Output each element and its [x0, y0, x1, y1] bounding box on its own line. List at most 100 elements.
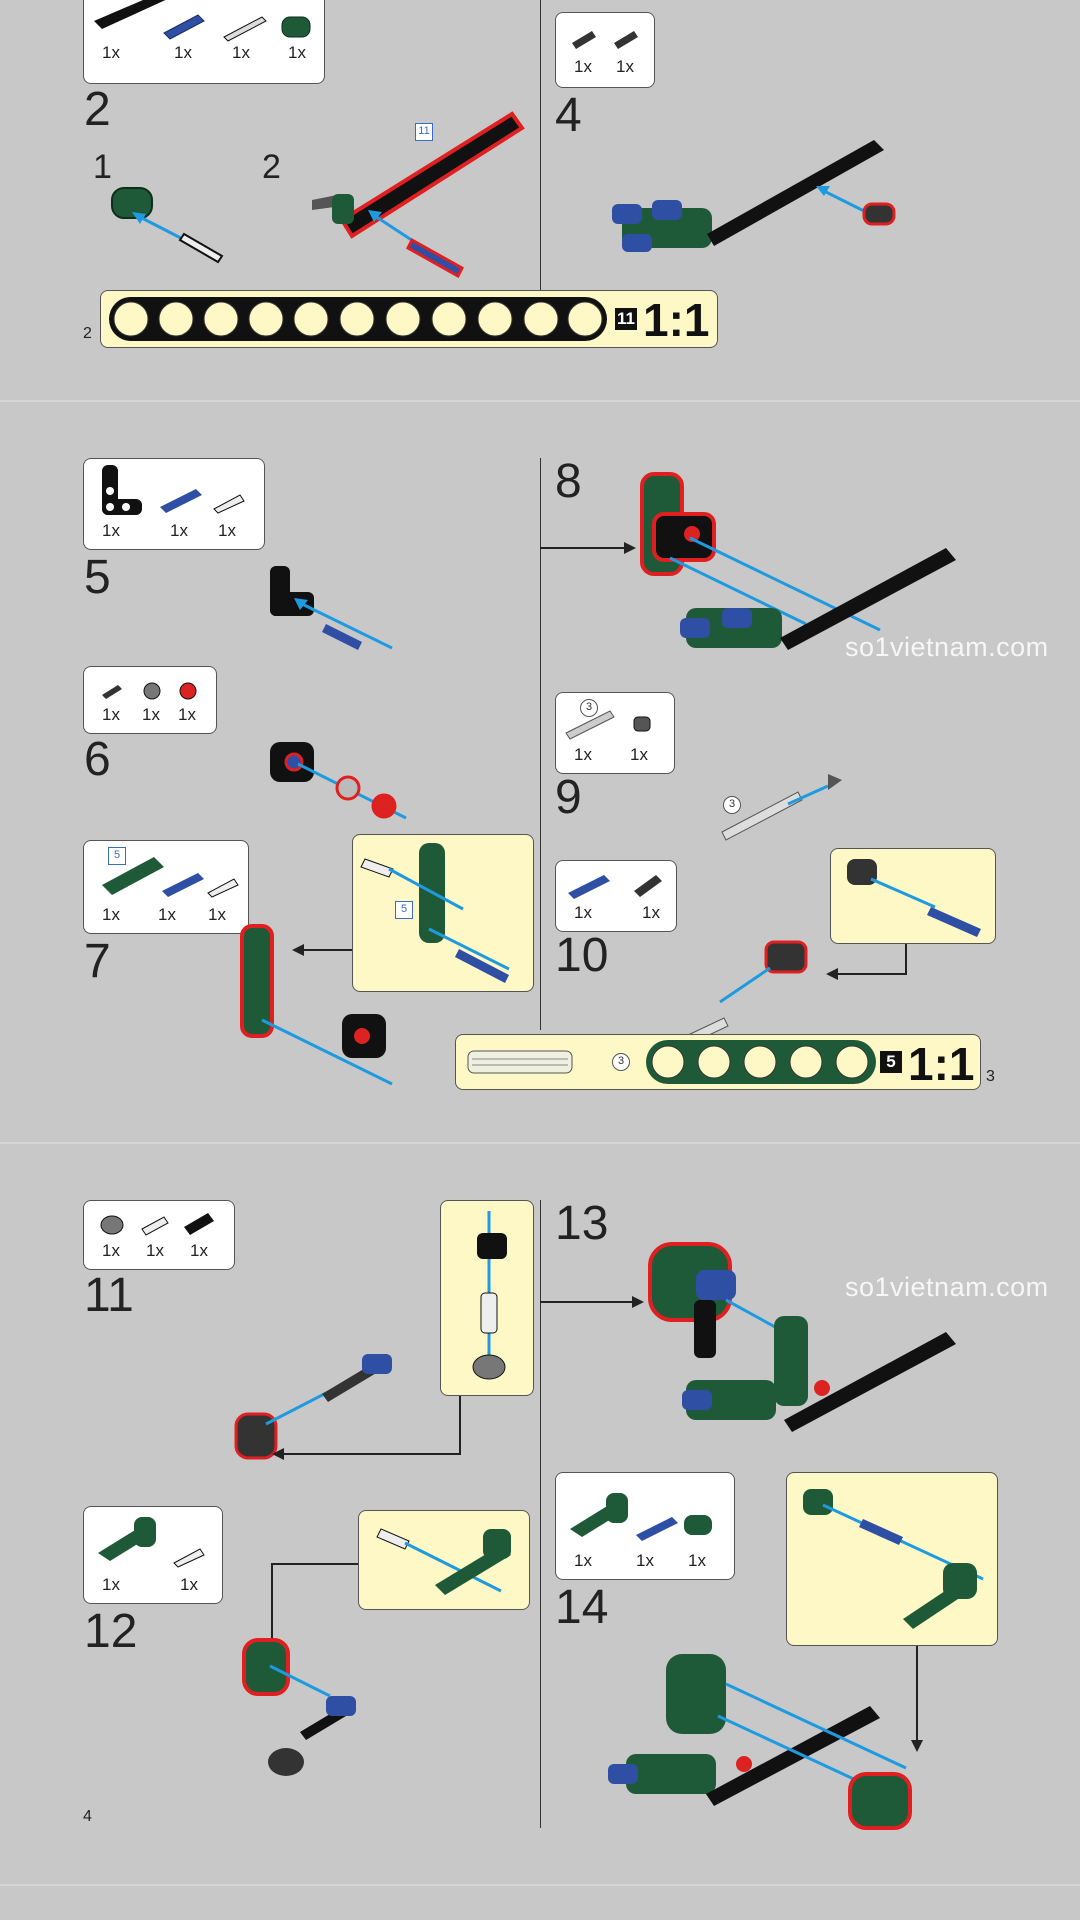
connector-part-icon: [184, 1213, 214, 1235]
callout-step-7: 5: [352, 834, 534, 992]
step-number: 10: [555, 929, 609, 982]
step-number: 12: [84, 1605, 138, 1658]
qty-label: 1x: [208, 905, 226, 924]
page-number: 2: [83, 325, 92, 342]
blue-pin-part-icon: [568, 875, 610, 899]
qty-label: 1x: [170, 521, 188, 540]
qty-label: 1x: [180, 1575, 198, 1594]
page-separator: [0, 400, 1080, 402]
qty-label: 1x: [190, 1241, 208, 1260]
arrow-from-callout: [826, 942, 907, 980]
step-8-illustration: [640, 472, 956, 650]
step-divider: [540, 0, 541, 290]
parts-box-step-12: 1x 1x: [83, 1506, 223, 1604]
axle-3-outline: [467, 1050, 573, 1074]
qty-label: 1x: [102, 1241, 120, 1260]
qty-label: 1x: [636, 1551, 654, 1570]
scale-beam-5: 3 5 1:1: [455, 1034, 981, 1090]
axle-part-icon: [223, 16, 267, 42]
green-connector-part-icon: [281, 16, 311, 38]
step-6-illustration: [270, 742, 407, 820]
qty-label: 1x: [178, 705, 196, 724]
qty-label: 1x: [102, 905, 120, 924]
bush-part-icon: [633, 716, 651, 732]
pin-part-icon: [213, 494, 245, 514]
qty-label: 1x: [688, 1551, 706, 1570]
scale-ratio: 1:1: [908, 1038, 975, 1090]
step-9-illustration: [721, 774, 842, 841]
red-bush-part-icon: [179, 682, 197, 700]
step-13-illustration: [648, 1242, 956, 1432]
step-number: 11: [84, 1269, 134, 1322]
blue-pin-part-icon: [636, 1517, 678, 1541]
qty-label: 1x: [102, 521, 120, 540]
green-angle-beam-part-icon: [570, 1493, 628, 1537]
page-separator: [0, 1884, 1080, 1886]
step-number: 5: [84, 551, 111, 604]
substep-number: 1: [93, 148, 112, 186]
page-3: 1x 1x 1x 5 1x 1x 1x 6 5: [0, 402, 1080, 1142]
connector-part-icon: [634, 875, 662, 897]
qty-label: 1x: [232, 43, 250, 62]
qty-label: 1x: [630, 745, 648, 764]
parts-box-step-2: 1x 1x 1x 1x: [83, 0, 325, 84]
qty-label: 1x: [616, 57, 634, 76]
arrow-to-assembly: [292, 944, 352, 956]
axle-length-badge: 3: [612, 1053, 630, 1071]
parts-box-step-14: 1x 1x 1x: [555, 1472, 735, 1580]
callout-10-illustration: [847, 859, 981, 937]
blue-pin-part-icon: [163, 14, 205, 40]
watermark: so1vietnam.com: [845, 632, 1049, 662]
qty-label: 1x: [574, 57, 592, 76]
parts-box-step-11: 1x 1x 1x: [83, 1200, 235, 1270]
qty-label: 1x: [574, 903, 592, 922]
beam-length-badge: 5: [880, 1051, 902, 1073]
callout-step-14: [786, 1472, 998, 1646]
pin-part-icon: [102, 685, 122, 699]
callout-7-illustration: [360, 843, 510, 983]
scale-beam-11: 11 1:1: [100, 290, 718, 348]
parts-box-step-7: 5 1x 1x 1x: [83, 840, 249, 934]
arrow-to-assembly: [540, 1296, 644, 1308]
arrow-to-assembly: [540, 542, 636, 554]
step-number: 6: [84, 733, 111, 786]
black-angle-beam-part-icon: [102, 465, 142, 515]
qty-label: 1x: [146, 1241, 164, 1260]
watermark: so1vietnam.com: [845, 1272, 1049, 1302]
parts-box-step-10: 1x 1x: [555, 860, 677, 932]
green-connector-part-icon: [684, 1515, 712, 1535]
callout-step-11: [440, 1200, 534, 1396]
pin-part-icon: [173, 1548, 205, 1568]
step-divider: [540, 458, 541, 1030]
qty-label: 1x: [288, 43, 306, 62]
step-divider: [540, 1200, 541, 1828]
beam-11-holes: [109, 297, 607, 341]
callout-step-10: [830, 848, 996, 944]
pin-part-icon: [207, 878, 239, 898]
beam-length-badge: 11: [615, 308, 637, 330]
qty-label: 1x: [642, 903, 660, 922]
step-number: 8: [555, 455, 582, 508]
blue-pin-part-icon: [162, 873, 204, 897]
step-7-illustration: [240, 924, 393, 1086]
parts-box-step-4: 1x 1x: [555, 12, 655, 88]
beam-5-holes: [646, 1040, 876, 1084]
page-2: 1x 1x 1x 1x 2 1 2 11 1x 1x 4: [0, 0, 1080, 400]
pin-part-icon: [141, 1216, 169, 1236]
green-angle-beam-part-icon: [98, 1517, 156, 1561]
pin-part-icon: [614, 31, 638, 49]
substep-number: 2: [262, 148, 281, 186]
callout-step-12: [358, 1510, 530, 1610]
green-beam-part-icon: [102, 857, 164, 895]
step-number: 4: [555, 89, 582, 142]
qty-label: 1x: [102, 43, 120, 62]
callout-11-illustration: [472, 1211, 507, 1380]
axle-length-badge: 3: [580, 699, 598, 717]
bush-part-icon: [143, 682, 161, 700]
arrow-from-callout: [911, 1644, 923, 1752]
step-number: 14: [555, 1581, 609, 1634]
parts-box-step-5: 1x 1x 1x: [83, 458, 265, 550]
step-5-illustration: [270, 566, 393, 650]
step-14-illustration: [608, 1654, 912, 1830]
qty-label: 1x: [574, 745, 592, 764]
